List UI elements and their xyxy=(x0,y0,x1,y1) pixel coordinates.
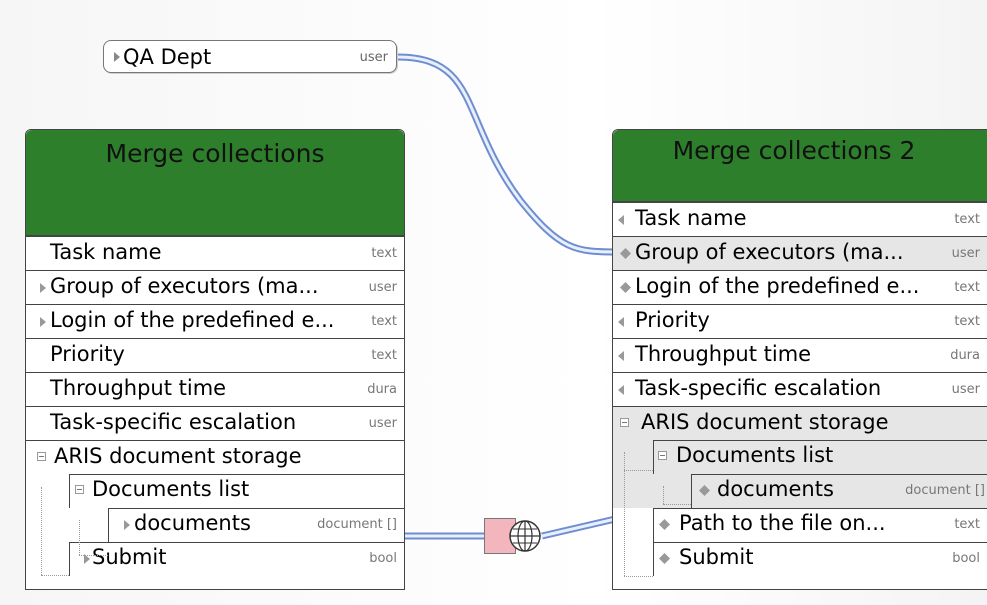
user-node-type: user xyxy=(359,50,388,65)
wire-user-to-group[interactable] xyxy=(396,53,618,256)
expand-arrow-icon[interactable] xyxy=(40,317,46,327)
tree-guide xyxy=(41,487,42,575)
bidirectional-diamond-icon[interactable] xyxy=(620,248,631,259)
right-row-group-executors[interactable]: Group of executors (ma... user xyxy=(613,236,987,270)
right-row-throughput[interactable]: Throughput time dura xyxy=(613,338,987,372)
right-row-escalation[interactable]: Task-specific escalation user xyxy=(613,372,987,406)
left-row-throughput[interactable]: Throughput time dura xyxy=(26,372,404,406)
tree-guide xyxy=(79,520,80,555)
tree-guide xyxy=(41,575,69,576)
left-row-task-name[interactable]: Task name text xyxy=(26,236,404,270)
bidirectional-diamond-icon[interactable] xyxy=(620,282,631,293)
input-arrow-icon[interactable] xyxy=(618,215,624,225)
tree-guide xyxy=(663,504,691,505)
user-node-label: QA Dept xyxy=(123,45,212,69)
input-arrow-icon[interactable] xyxy=(618,351,624,361)
right-row-path-to-file[interactable]: Path to the file on... text xyxy=(613,508,987,542)
right-row-documents[interactable]: documents document [] xyxy=(613,474,987,508)
right-row-task-name[interactable]: Task name text xyxy=(613,202,987,236)
right-row-priority[interactable]: Priority text xyxy=(613,304,987,338)
merge-collections-2-title: Merge collections 2 xyxy=(672,136,916,165)
tree-guide xyxy=(624,470,653,471)
input-arrow-icon[interactable] xyxy=(618,385,624,395)
bidirectional-diamond-icon[interactable] xyxy=(659,553,670,564)
collapse-minus-icon[interactable] xyxy=(37,452,46,461)
merge-collections-title: Merge collections xyxy=(105,139,325,168)
expand-arrow-icon[interactable] xyxy=(40,283,46,293)
left-row-login[interactable]: Login of the predefined e... text xyxy=(26,304,404,338)
merge-collections-header: Merge collections xyxy=(26,130,404,236)
right-row-submit[interactable]: Submit bool xyxy=(613,542,987,576)
input-arrow-icon[interactable] xyxy=(618,317,624,327)
left-row-documents-list[interactable]: Documents list xyxy=(26,474,404,508)
collapse-minus-icon[interactable] xyxy=(75,485,84,494)
left-row-priority[interactable]: Priority text xyxy=(26,338,404,372)
left-row-documents[interactable]: documents document [] xyxy=(26,508,404,542)
right-row-documents-list[interactable]: Documents list xyxy=(613,440,987,474)
qa-dept-user-node[interactable]: QA Dept user xyxy=(103,40,397,73)
left-row-escalation[interactable]: Task-specific escalation user xyxy=(26,406,404,440)
merge-collections-box[interactable]: Merge collections Task name text Group o… xyxy=(25,129,405,590)
right-row-aris-storage[interactable]: ARIS document storage xyxy=(613,406,987,440)
right-row-login[interactable]: Login of the predefined e... text xyxy=(613,270,987,304)
tree-guide xyxy=(79,555,108,556)
globe-converter-icon[interactable] xyxy=(508,519,542,553)
tree-guide xyxy=(624,576,653,577)
left-row-submit[interactable]: Submit bool xyxy=(26,542,404,576)
tree-guide xyxy=(663,486,664,504)
bidirectional-diamond-icon[interactable] xyxy=(659,519,670,530)
expand-arrow-icon[interactable] xyxy=(114,52,120,62)
collapse-minus-icon[interactable] xyxy=(658,451,667,460)
left-row-group-executors[interactable]: Group of executors (ma... user xyxy=(26,270,404,304)
merge-collections-2-box[interactable]: Merge collections 2 Task name text Group… xyxy=(612,129,987,590)
collapse-minus-icon[interactable] xyxy=(620,418,629,427)
left-row-aris-storage[interactable]: ARIS document storage xyxy=(26,440,404,474)
merge-collections-2-header: Merge collections 2 xyxy=(613,130,987,202)
bidirectional-diamond-icon[interactable] xyxy=(699,485,710,496)
expand-arrow-icon[interactable] xyxy=(124,520,130,530)
tree-guide xyxy=(624,452,625,576)
expand-arrow-icon[interactable] xyxy=(84,554,90,564)
